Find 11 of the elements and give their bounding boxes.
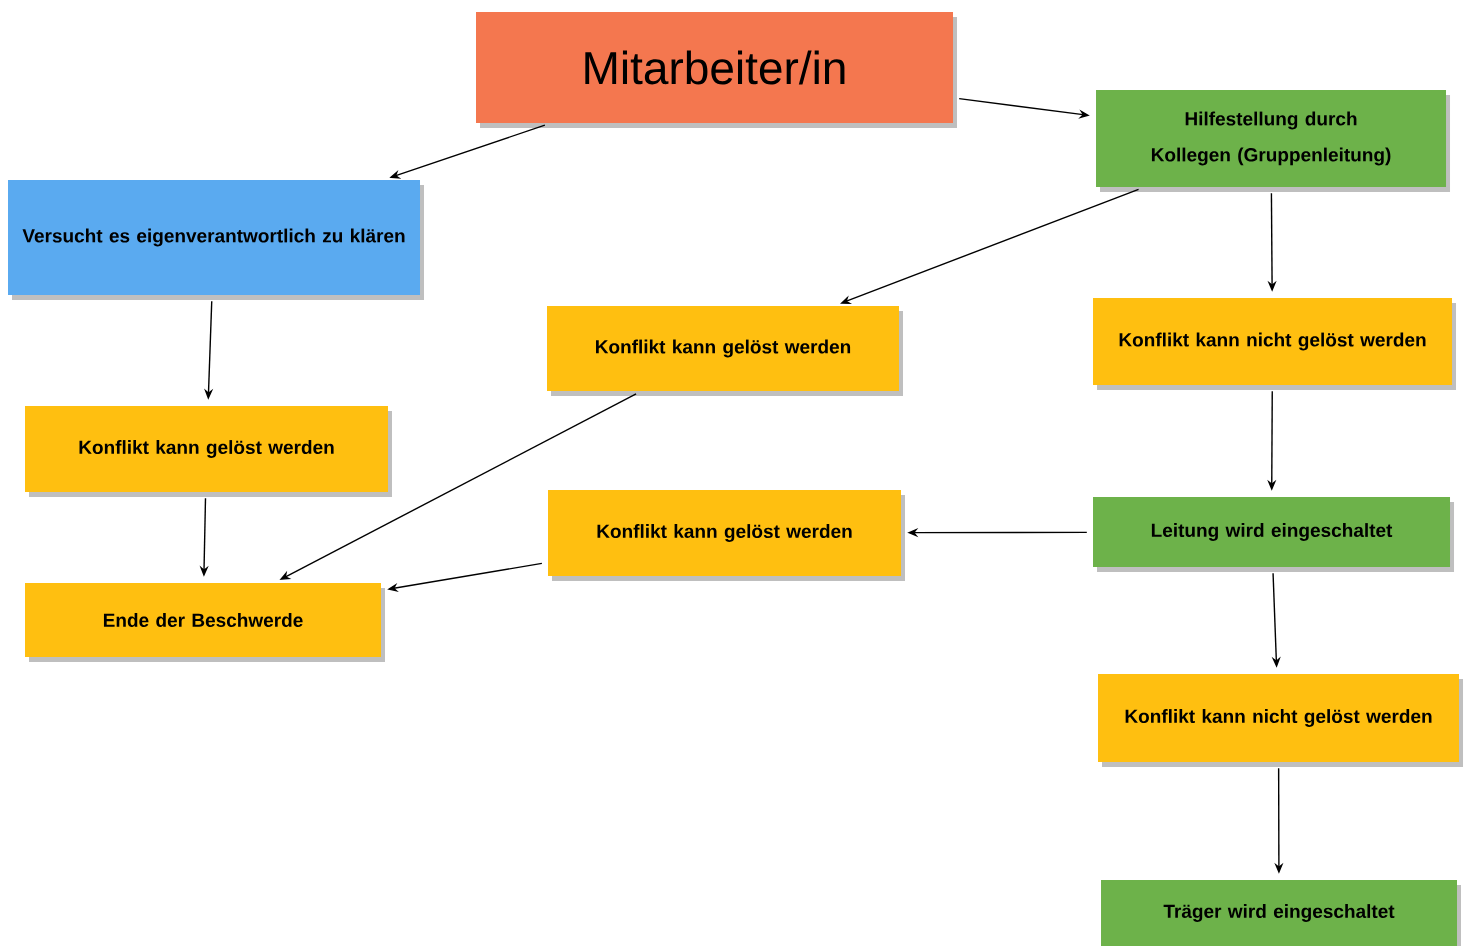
process-box: Träger wird eingeschaltet [1101, 880, 1461, 946]
process-box: Leitung wird eingeschaltet [1093, 497, 1454, 572]
process-box: Konflikt kann gelöst werden [547, 306, 903, 396]
process-box: Konflikt kann gelöst werden [548, 490, 905, 581]
process-box: Hilfestellung durch Kollegen (Gruppenleitung) [1096, 90, 1450, 192]
process-box: Konflikt kann gelöst werden [25, 406, 392, 497]
process-box: Konflikt kann nicht gelöst werden [1093, 298, 1456, 390]
title-box: Mitarbeiter/in [476, 12, 957, 128]
process-box: Konflikt kann nicht gelöst werden [1098, 674, 1463, 767]
process-box: Versucht es eigenverantwortlich zu klären [8, 180, 424, 300]
process-box: Ende der Beschwerde [25, 583, 385, 662]
